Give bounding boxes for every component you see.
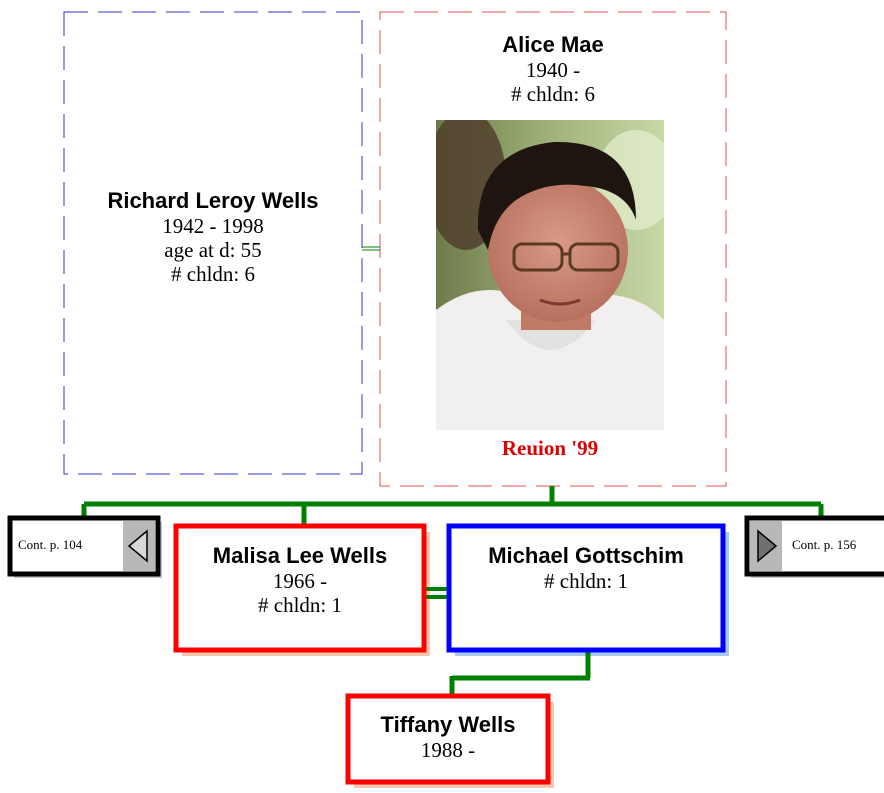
mother-children-count: # chldn: 6 — [380, 82, 726, 106]
father-age: age at d: 55 — [64, 238, 362, 262]
father-children-count: # chldn: 6 — [64, 262, 362, 286]
child-dates: 1966 - — [176, 569, 424, 593]
nav-left-button[interactable]: Cont. p. 104 — [12, 520, 122, 572]
spouse-box[interactable]: Michael Gottschim # chldn: 1 — [449, 526, 723, 650]
nav-right-button[interactable]: Cont. p. 156 — [784, 520, 884, 572]
spouse-name: Michael Gottschim — [449, 543, 723, 569]
nav-left-label: Cont. p. 104 — [18, 537, 82, 553]
portrait-image — [436, 120, 664, 430]
child-box[interactable]: Malisa Lee Wells 1966 - # chldn: 1 — [176, 526, 424, 650]
nav-right-label: Cont. p. 156 — [792, 537, 856, 553]
grandchild-box[interactable]: Tiffany Wells 1988 - — [348, 696, 548, 782]
child-children-count: # chldn: 1 — [176, 593, 424, 617]
father-box[interactable]: Richard Leroy Wells 1942 - 1998 age at d… — [64, 12, 362, 474]
mother-dates: 1940 - — [380, 58, 726, 82]
child-name: Malisa Lee Wells — [176, 543, 424, 569]
father-name: Richard Leroy Wells — [64, 188, 362, 214]
mother-name: Alice Mae — [380, 32, 726, 58]
mother-photo[interactable] — [436, 120, 664, 430]
grandchild-dates: 1988 - — [348, 738, 548, 762]
spouse-children-count: # chldn: 1 — [449, 569, 723, 593]
grandchild-name: Tiffany Wells — [348, 712, 548, 738]
photo-caption: Reuion '99 — [436, 436, 664, 461]
father-dates: 1942 - 1998 — [64, 214, 362, 238]
